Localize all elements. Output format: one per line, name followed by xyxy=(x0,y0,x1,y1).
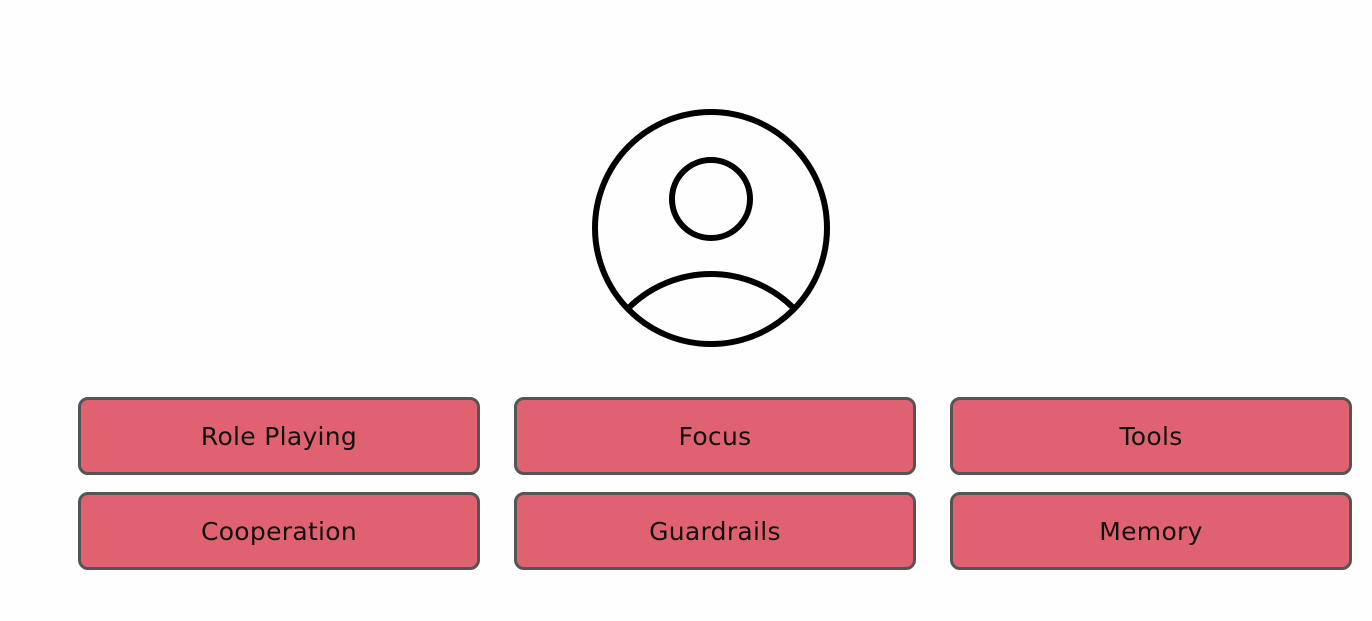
focus-label: Focus xyxy=(678,421,752,451)
memory-label: Memory xyxy=(1099,516,1203,546)
guardrails-label: Guardrails xyxy=(649,516,781,546)
role-playing-box: Role Playing xyxy=(78,397,480,475)
cooperation-box: Cooperation xyxy=(78,492,480,570)
user-avatar-icon xyxy=(592,109,830,347)
tools-box: Tools xyxy=(950,397,1352,475)
cooperation-label: Cooperation xyxy=(200,516,358,546)
memory-box: Memory xyxy=(950,492,1352,570)
focus-box: Focus xyxy=(514,397,916,475)
guardrails-box: Guardrails xyxy=(514,492,916,570)
role-playing-label: Role Playing xyxy=(200,421,358,451)
tools-label: Tools xyxy=(1119,421,1183,451)
